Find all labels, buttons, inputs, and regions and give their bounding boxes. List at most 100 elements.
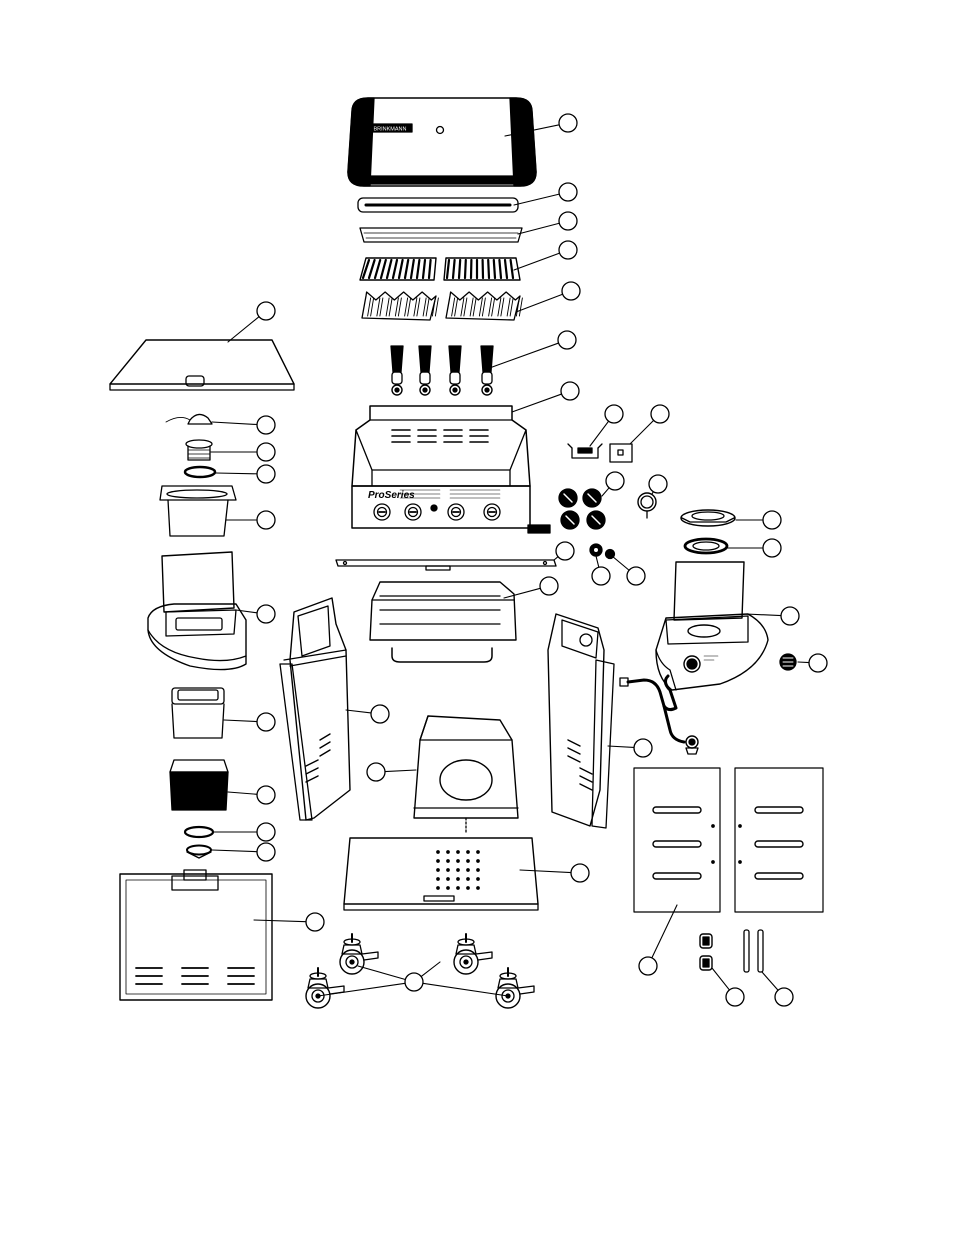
callout-circle — [559, 183, 577, 201]
side-cooker-station — [148, 552, 246, 670]
leader-line — [798, 662, 809, 663]
callout-circle — [649, 475, 667, 493]
leader-line — [512, 394, 562, 412]
control-panel-brand: ProSeries — [368, 490, 415, 501]
small-gaskets — [185, 827, 213, 858]
leader-line — [346, 710, 371, 713]
grill-lid: BRINKMANN — [348, 98, 536, 186]
leader-line — [712, 968, 729, 990]
callout-circle — [405, 973, 423, 991]
callout-circle — [556, 542, 574, 560]
leader-line — [254, 920, 306, 922]
leader-line — [224, 720, 257, 722]
leader-line — [516, 294, 563, 312]
thermometer-gauge — [638, 493, 656, 518]
black-pot — [170, 760, 228, 810]
callout-circle — [371, 705, 389, 723]
callout-circle — [763, 511, 781, 529]
callout-circle — [634, 739, 652, 757]
tank-shelf — [414, 716, 518, 832]
callout-circle — [257, 786, 275, 804]
callout-circle — [257, 416, 275, 434]
callout-circle — [306, 913, 324, 931]
leader-line — [212, 850, 257, 852]
bottom-shelf — [344, 838, 538, 910]
callout-circle — [775, 988, 793, 1006]
side-burner-knob — [780, 654, 796, 670]
warming-rack — [358, 198, 518, 212]
leader-line — [602, 488, 609, 496]
side-shelf-cover — [110, 340, 294, 390]
leader-line — [596, 556, 599, 567]
cooking-grates — [360, 258, 520, 280]
callout-circle — [592, 567, 610, 585]
igniter-assembly — [166, 414, 212, 424]
cart-door-right — [735, 768, 823, 912]
leader-line — [554, 557, 558, 560]
burner-tubes — [391, 346, 493, 395]
leader-line — [612, 556, 629, 570]
heat-shield-rack — [360, 228, 522, 242]
leader-line — [762, 972, 778, 990]
leader-line — [518, 223, 559, 234]
callout-circle — [257, 302, 275, 320]
callout-circle — [257, 511, 275, 529]
knob-bracket-right — [610, 444, 632, 462]
callout-circle — [559, 212, 577, 230]
leader-line — [630, 420, 654, 444]
callout-circle — [571, 864, 589, 882]
callout-circle — [257, 823, 275, 841]
knob-bracket-left — [568, 444, 602, 458]
leader-line — [385, 770, 416, 772]
leader-line — [421, 962, 440, 977]
leader-line — [212, 422, 257, 425]
grease-tray-rail — [336, 560, 556, 570]
lid-brand-label: BRINKMANN — [373, 127, 406, 133]
callout-circle — [605, 405, 623, 423]
callout-circle — [651, 405, 669, 423]
callout-circle — [257, 465, 275, 483]
leader-line — [484, 343, 559, 370]
leader-line — [228, 317, 259, 342]
cart-side-right — [548, 614, 614, 828]
callout-circle — [809, 654, 827, 672]
callout-circle — [763, 539, 781, 557]
leader-line — [358, 966, 405, 980]
door-handles — [744, 930, 763, 972]
callout-circle — [561, 382, 579, 400]
leader-line — [520, 870, 571, 873]
knob-nuts — [590, 544, 615, 559]
callout-circle — [627, 567, 645, 585]
side-burner-unit — [656, 562, 768, 690]
callout-circle — [257, 713, 275, 731]
callout-circle — [559, 114, 577, 132]
leader-line — [216, 473, 257, 474]
control-knobs — [559, 489, 605, 529]
side-burner-head — [681, 510, 735, 526]
grease-drawer — [370, 582, 516, 662]
callout-circle — [558, 331, 576, 349]
callout-circle — [367, 763, 385, 781]
gasket-ring — [185, 467, 215, 477]
caster-wheels — [306, 934, 534, 1008]
leader-line — [514, 194, 559, 205]
door-hinges — [700, 934, 712, 970]
callout-circle — [781, 607, 799, 625]
flame-tamers — [362, 292, 522, 320]
leader-line — [236, 610, 257, 613]
leader-line — [423, 983, 508, 996]
cart-back-panel — [120, 870, 272, 1000]
firebox: ProSeries — [352, 406, 550, 533]
cart-side-left — [280, 598, 350, 820]
callout-circle — [726, 988, 744, 1006]
leader-line — [590, 421, 609, 446]
callout-circle — [606, 472, 624, 490]
callout-circle — [559, 241, 577, 259]
callout-circle — [639, 957, 657, 975]
leader-line — [228, 792, 257, 794]
callout-circle — [257, 605, 275, 623]
side-pot-insert — [160, 486, 236, 536]
leader-line — [652, 905, 677, 958]
